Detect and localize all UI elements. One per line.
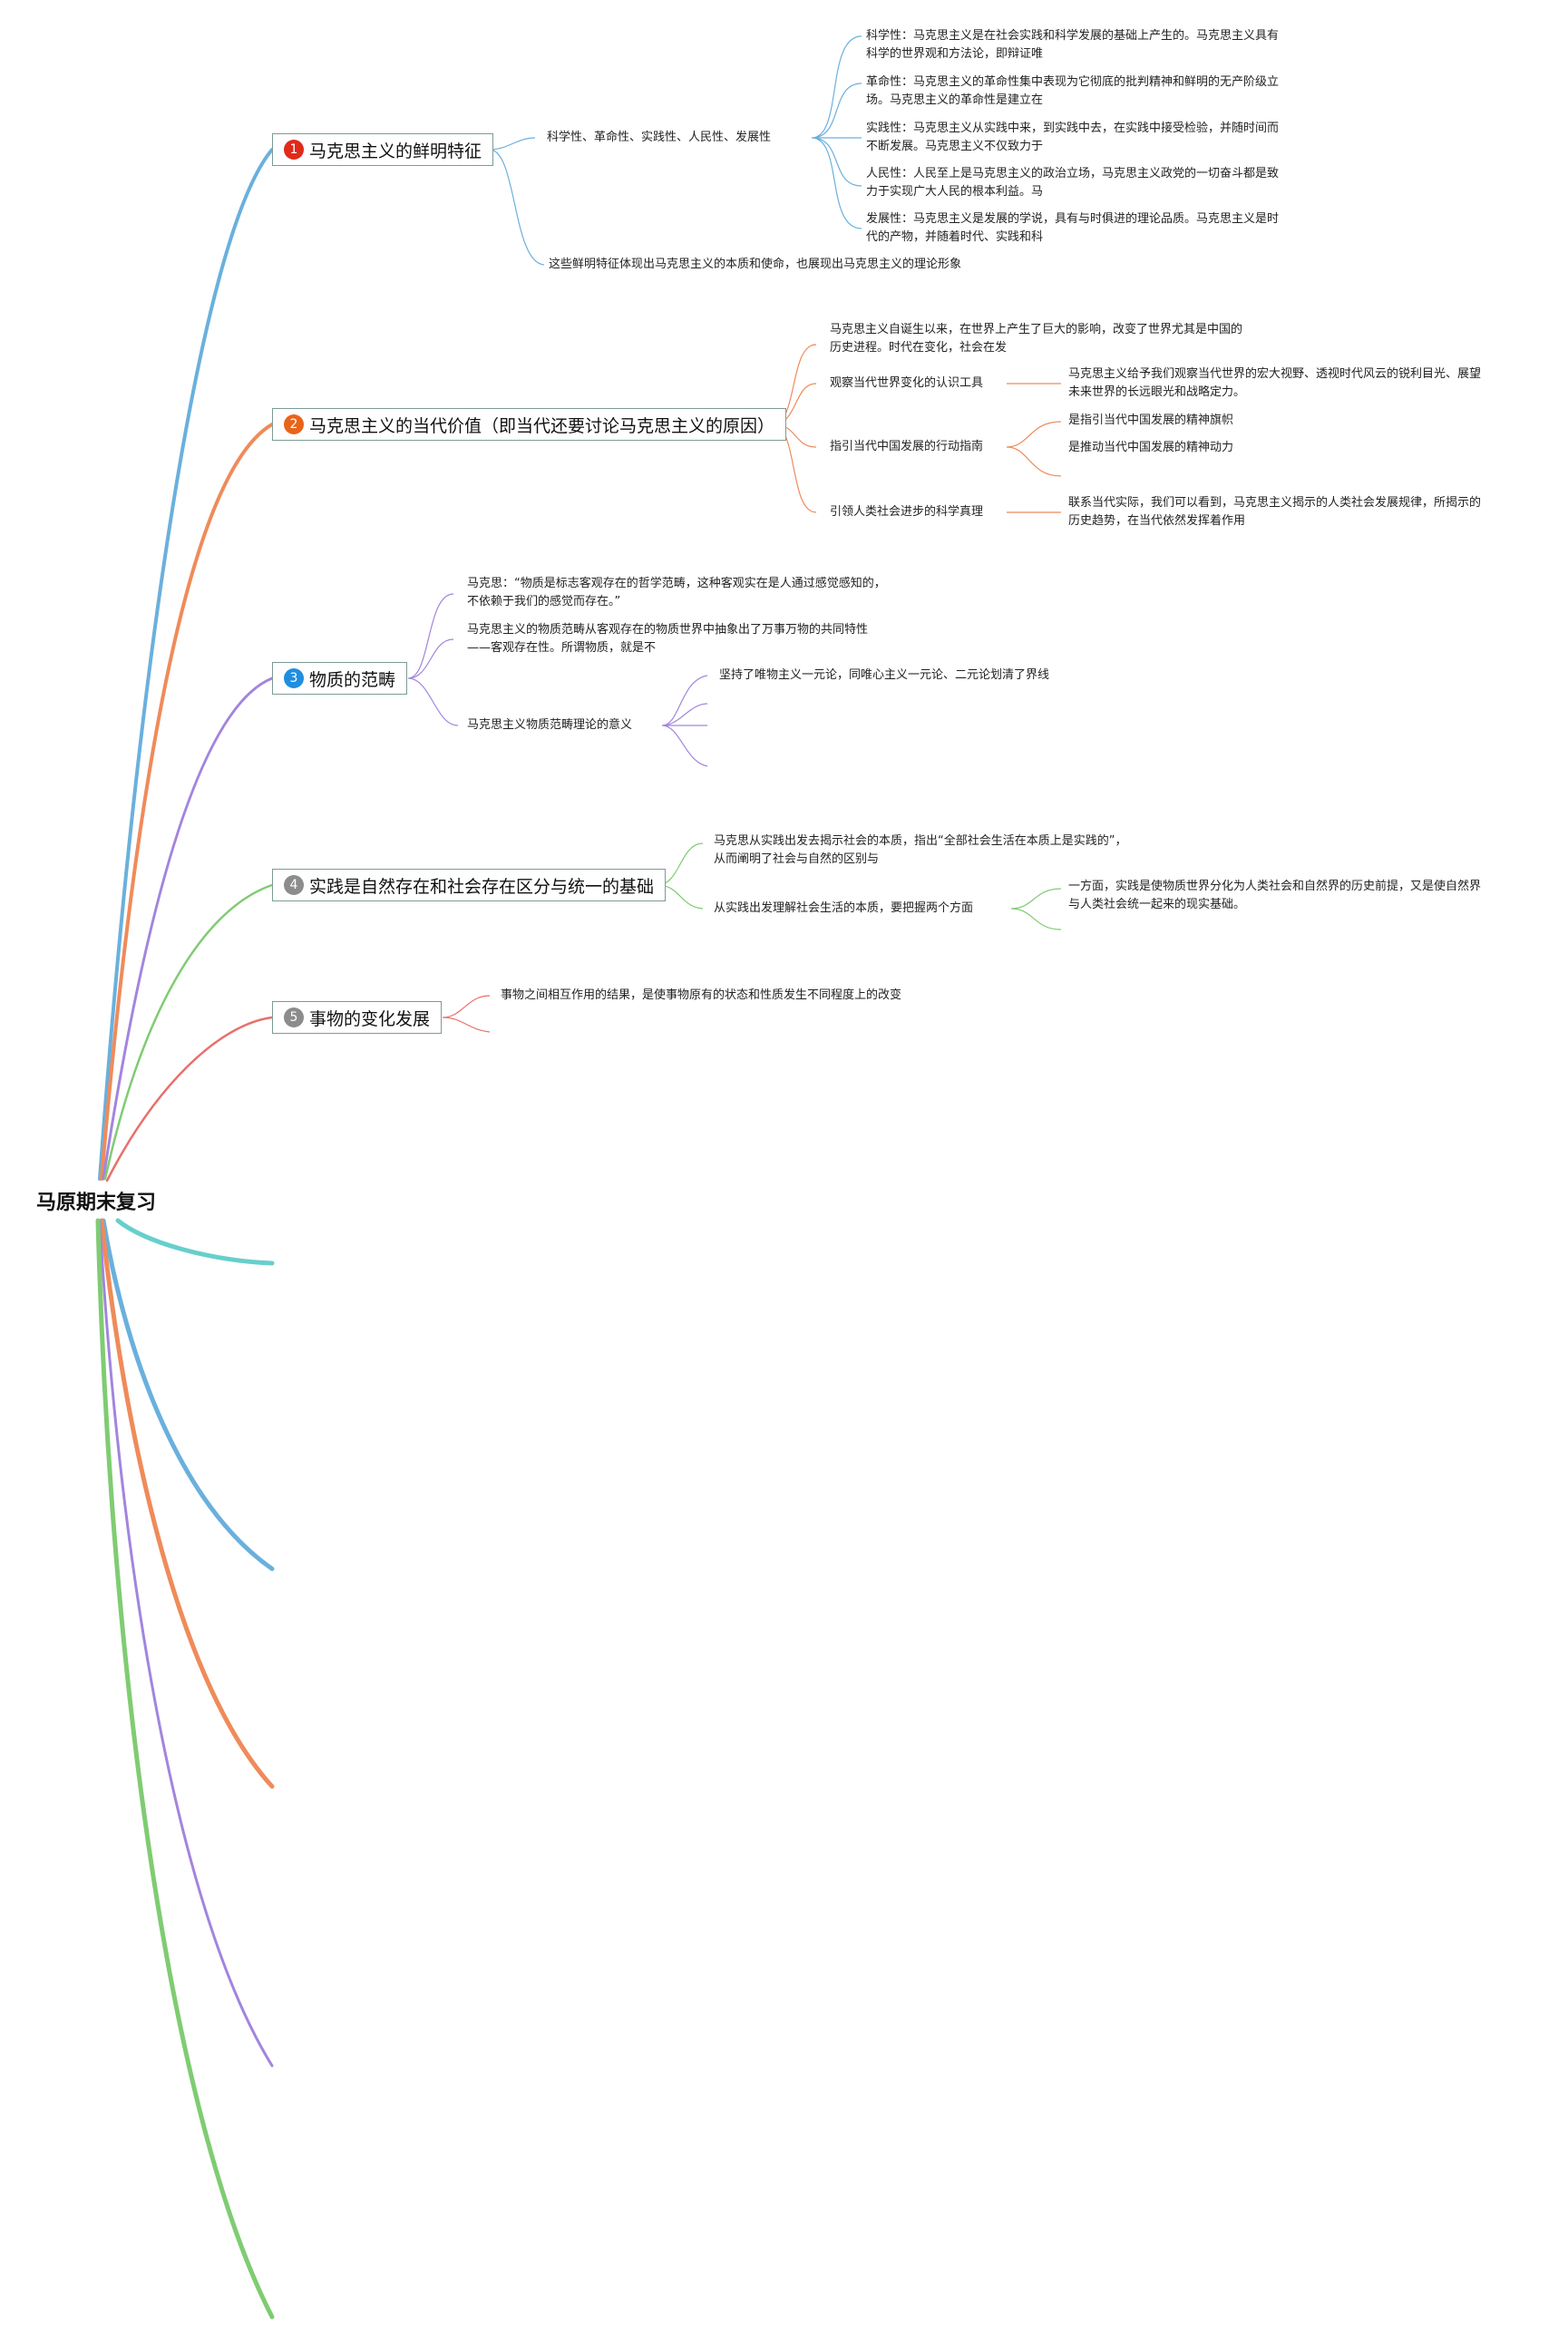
topic-2-title: 马克思主义的当代价值（即当代还要讨论马克思主义的原因） [309,415,775,436]
topic-1-title: 马克思主义的鲜明特征 [309,141,482,161]
t3-links [407,593,708,767]
topic-2-truth-detail[interactable]: 联系当代实际，我们可以看到，马克思主义揭示的人类社会发展规律，所揭示的历史趋势，… [1068,496,1482,528]
branch-line-9 [98,1219,274,2068]
t4-links [657,842,1062,930]
topic-2[interactable]: 2 马克思主义的当代价值（即当代还要讨论马克思主义的原因） [272,408,787,441]
number-badge-1: 1 [284,140,304,160]
number-badge-5: 5 [284,1007,304,1027]
topic-3-subnode-significance[interactable]: 马克思主义物质范畴理论的意义 [467,718,633,732]
topic-1-detail-4[interactable]: 人民性：人民至上是马克思主义的政治立场，马克思主义政党的一切奋斗都是致力于实现广… [866,167,1280,199]
branch-line-10 [95,1218,275,2320]
topic-4-item-b[interactable]: 从实践出发理解社会生活的本质，要把握两个方面 [714,901,974,915]
root-node[interactable]: 马原期末复习 [36,1192,157,1214]
topic-2-subnode-truth[interactable]: 引领人类社会进步的科学真理 [830,505,984,519]
topic-1-detail-1[interactable]: 科学性：马克思主义是在社会实践和科学发展的基础上产生的。马克思主义具有科学的世界… [866,29,1280,61]
topic-5-title: 事物的变化发展 [309,1008,431,1029]
topic-3[interactable]: 3 物质的范畴 [272,662,408,695]
topic-3-title: 物质的范畴 [309,669,396,690]
branch-line-5 [105,1016,274,1182]
topic-5-item[interactable]: 事物之间相互作用的结果，是使事物原有的状态和性质发生不同程度上的改变 [501,988,902,1002]
topic-2-intro[interactable]: 马克思主义自诞生以来，在世界上产生了巨大的影响，改变了世界尤其是中国的历史进程。… [830,323,1243,355]
topic-3-abstract[interactable]: 马克思主义的物质范畴从客观存在的物质世界中抽象出了万事万物的共同特性——客观存在… [467,623,869,655]
topic-5[interactable]: 5 事物的变化发展 [272,1001,443,1034]
branch-line-1 [98,148,274,1181]
number-badge-3: 3 [284,668,304,688]
number-badge-2: 2 [284,414,304,434]
topic-1-subnode-summary[interactable]: 这些鲜明特征体现出马克思主义的本质和使命，也展现出马克思主义的理论形象 [549,258,962,271]
branch-line-2 [100,423,274,1181]
topic-2-guide-item-1[interactable]: 是指引当代中国发展的精神旗帜 [1068,414,1234,427]
topic-1-detail-5[interactable]: 发展性：马克思主义是发展的学说，具有与时俱进的理论品质。马克思主义是时代的产物，… [866,212,1280,244]
branch-line-3 [102,676,274,1181]
topic-2-subnode-tool[interactable]: 观察当代世界变化的认识工具 [830,376,984,390]
number-badge-4: 4 [284,875,304,895]
t1-links [489,35,862,266]
topic-4-title: 实践是自然存在和社会存在区分与统一的基础 [309,876,655,897]
topic-2-tool-detail[interactable]: 马克思主义给予我们观察当代世界的宏大视野、透视时代风云的锐利目光、展望未来世界的… [1068,367,1482,399]
topic-4-item-b-detail[interactable]: 一方面，实践是使物质世界分化为人类社会和自然界的历史前提，又是使自然界与人类社会… [1068,880,1482,911]
topic-1[interactable]: 1 马克思主义的鲜明特征 [272,133,494,166]
topic-1-subnode-traits[interactable]: 科学性、革命性、实践性、人民性、发展性 [547,131,772,144]
topic-4-item-a[interactable]: 马克思从实践出发去揭示社会的本质，指出“全部社会生活在本质上是实践的”，从而阐明… [714,834,1127,866]
t2-links [772,344,1062,513]
topic-3-significance-item[interactable]: 坚持了唯物主义一元论，同唯心主义一元论、二元论划清了界线 [719,668,1050,682]
topic-2-guide-item-2[interactable]: 是推动当代中国发展的精神动力 [1068,441,1234,454]
topic-2-subnode-guide[interactable]: 指引当代中国发展的行动指南 [830,440,984,453]
topic-1-detail-3[interactable]: 实践性：马克思主义从实践中来，到实践中去，在实践中接受检验，并随时间而不断发展。… [866,122,1280,153]
branch-line-8 [99,1218,275,1789]
t5-links [442,995,491,1033]
topic-3-quote[interactable]: 马克思：“物质是标志客观存在的哲学范畴，这种客观实在是人通过感觉感知的，不依赖于… [467,577,886,608]
branch-line-6 [115,1218,275,1266]
topic-1-detail-2[interactable]: 革命性：马克思主义的革命性集中表现为它彻底的批判精神和鲜明的无产阶级立场。马克思… [866,75,1280,107]
branch-line-7 [101,1218,275,1572]
topic-4[interactable]: 4 实践是自然存在和社会存在区分与统一的基础 [272,869,667,901]
branch-line-4 [103,883,274,1181]
